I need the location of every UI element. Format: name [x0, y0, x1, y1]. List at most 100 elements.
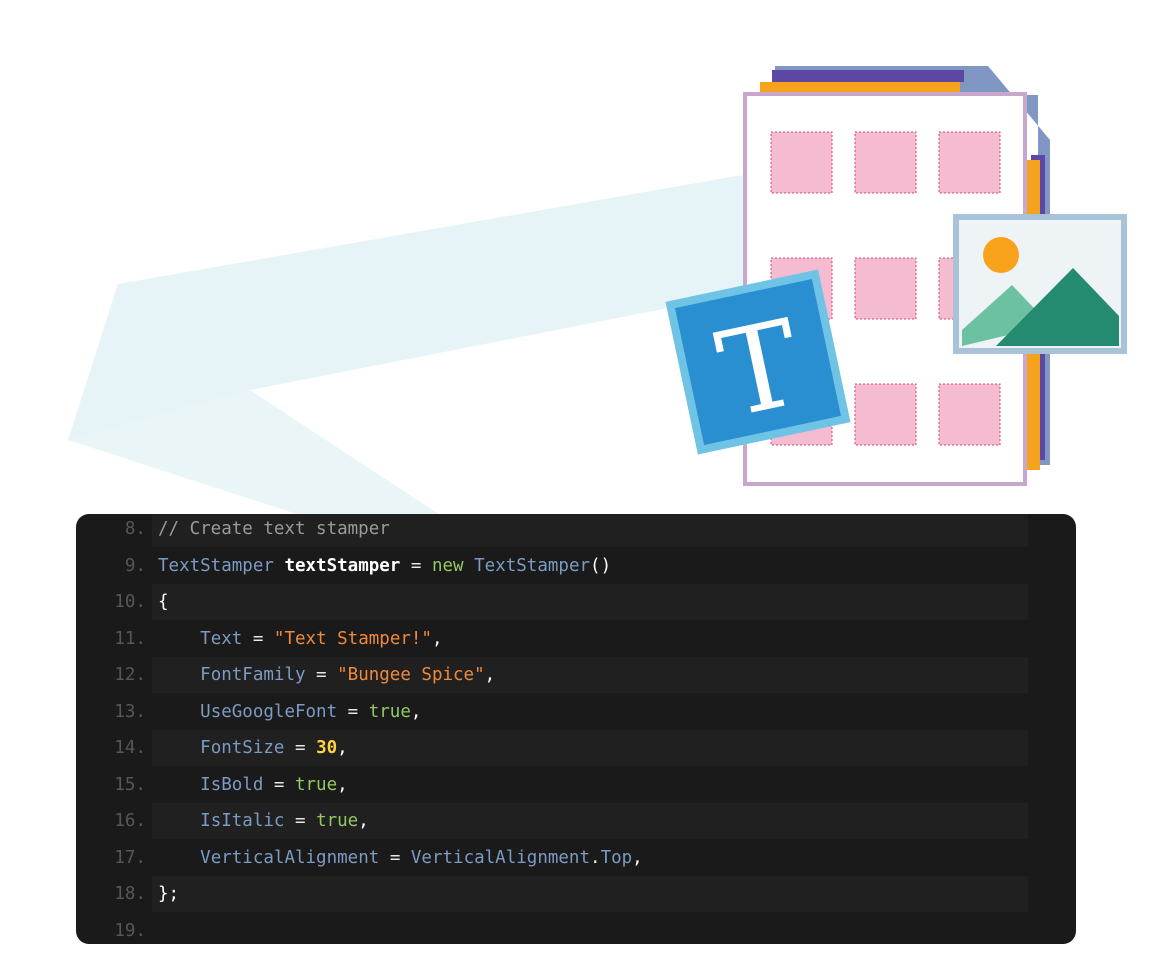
code-token: Top [600, 847, 633, 868]
text-stamp-icon: T [665, 269, 851, 455]
pink-cell [854, 383, 917, 446]
code-line: 11. Text = "Text Stamper!", [76, 621, 1076, 657]
code-text: }; [158, 876, 179, 912]
code-token: VerticalAlignment [200, 847, 380, 868]
code-token: true [316, 811, 359, 831]
image-stamp-icon [953, 214, 1127, 354]
code-token: FontSize [200, 738, 285, 758]
code-token: }; [158, 884, 180, 904]
code-text: FontFamily = "Bungee Spice", [158, 657, 495, 693]
code-token: , [431, 628, 443, 649]
code-text: IsItalic = true, [158, 803, 369, 839]
line-number: 17. [114, 847, 146, 868]
code-token: true [368, 701, 411, 722]
line-number: 9. [124, 555, 146, 576]
code-token: , [410, 701, 422, 722]
line-number: 12. [114, 665, 146, 685]
code-token: , [484, 665, 496, 685]
code-token [158, 702, 200, 722]
code-token [158, 775, 200, 795]
line-number: 19. [114, 920, 146, 941]
code-snippet-panel: 8. // Create text stamper 9. TextStamper te… [76, 514, 1076, 944]
code-token: IsItalic [200, 811, 285, 831]
code-text: VerticalAlignment = VerticalAlignment.To… [158, 840, 643, 876]
code-token: "Text Stamper!" [273, 628, 432, 649]
code-token: = [379, 847, 411, 868]
pink-cell [938, 383, 1001, 446]
code-line: 12. FontFamily = "Bungee Spice", [76, 657, 1076, 693]
code-token: textStamper [284, 555, 401, 576]
pink-cell [854, 131, 917, 194]
code-line: 17. VerticalAlignment = VerticalAlignmen… [76, 840, 1076, 876]
code-token: = [337, 701, 369, 722]
code-token [158, 738, 200, 758]
line-number: 10. [114, 592, 146, 612]
pink-cell [938, 131, 1001, 194]
code-token: 30 [316, 738, 338, 758]
code-token: TextStamper [474, 555, 591, 576]
code-token: UseGoogleFont [200, 701, 338, 722]
code-token [274, 556, 285, 576]
line-number: 14. [114, 738, 146, 758]
code-line: 16. IsItalic = true, [76, 803, 1076, 839]
code-text: // Create text stamper [158, 514, 390, 547]
code-token: FontFamily [200, 665, 306, 685]
code-text: FontSize = 30, [158, 730, 348, 766]
sun-icon [983, 237, 1019, 273]
code-token: = [284, 811, 317, 831]
code-token [158, 811, 200, 831]
code-token [158, 665, 200, 685]
code-line: 14. FontSize = 30, [76, 730, 1076, 766]
code-token: true [294, 774, 338, 795]
line-number: 11. [114, 628, 146, 649]
code-text: Text = "Text Stamper!", [158, 621, 443, 657]
code-token: = [284, 738, 317, 758]
pink-cell [854, 257, 917, 320]
ribbon-bottom [68, 390, 440, 515]
code-token: , [337, 774, 348, 795]
code-token: = [242, 628, 274, 649]
code-line: 9. TextStamper textStamper = new TextStam… [76, 548, 1076, 584]
line-number: 16. [114, 811, 146, 831]
line-number: 13. [114, 701, 146, 722]
mountain-dark-icon [996, 268, 1119, 346]
code-text: UseGoogleFont = true, [158, 694, 421, 730]
code-token [158, 848, 200, 868]
purple-page-top [772, 70, 964, 82]
code-token: TextStamper [158, 555, 274, 576]
code-token: () [590, 555, 612, 576]
line-number: 15. [114, 774, 146, 795]
code-token [464, 556, 475, 576]
pink-cell [770, 131, 833, 194]
code-token: , [632, 847, 643, 868]
ribbon-top [68, 172, 760, 440]
code-text: { [158, 584, 169, 620]
code-token: , [337, 738, 348, 758]
code-token: // Create text stamper [158, 519, 390, 539]
code-token: IsBold [200, 774, 264, 795]
code-token: VerticalAlignment [410, 847, 591, 868]
code-token: = [305, 665, 338, 685]
line-number: 18. [114, 884, 146, 904]
line-number: 8. [124, 519, 146, 539]
mountain-light-icon [962, 285, 1050, 346]
code-token: "Bungee Spice" [337, 665, 485, 685]
code-line: 13. UseGoogleFont = true, [76, 694, 1076, 730]
code-text: TextStamper textStamper = new TextStampe… [158, 548, 611, 584]
code-token [158, 629, 200, 649]
code-token: = [263, 774, 295, 795]
code-token: , [358, 811, 369, 831]
code-token: = [400, 555, 432, 576]
code-line: 10. { [76, 584, 1076, 620]
code-token: . [590, 847, 601, 868]
text-stamp-box [665, 269, 851, 455]
code-line: 18.}; [76, 876, 1076, 912]
code-token: Text [200, 628, 243, 649]
code-text: IsBold = true, [158, 767, 348, 803]
code-line: 15. IsBold = true, [76, 767, 1076, 803]
code-token: { [158, 592, 169, 612]
code-line: 8. // Create text stamper [76, 514, 1076, 547]
code-line: 19. [76, 913, 1076, 945]
